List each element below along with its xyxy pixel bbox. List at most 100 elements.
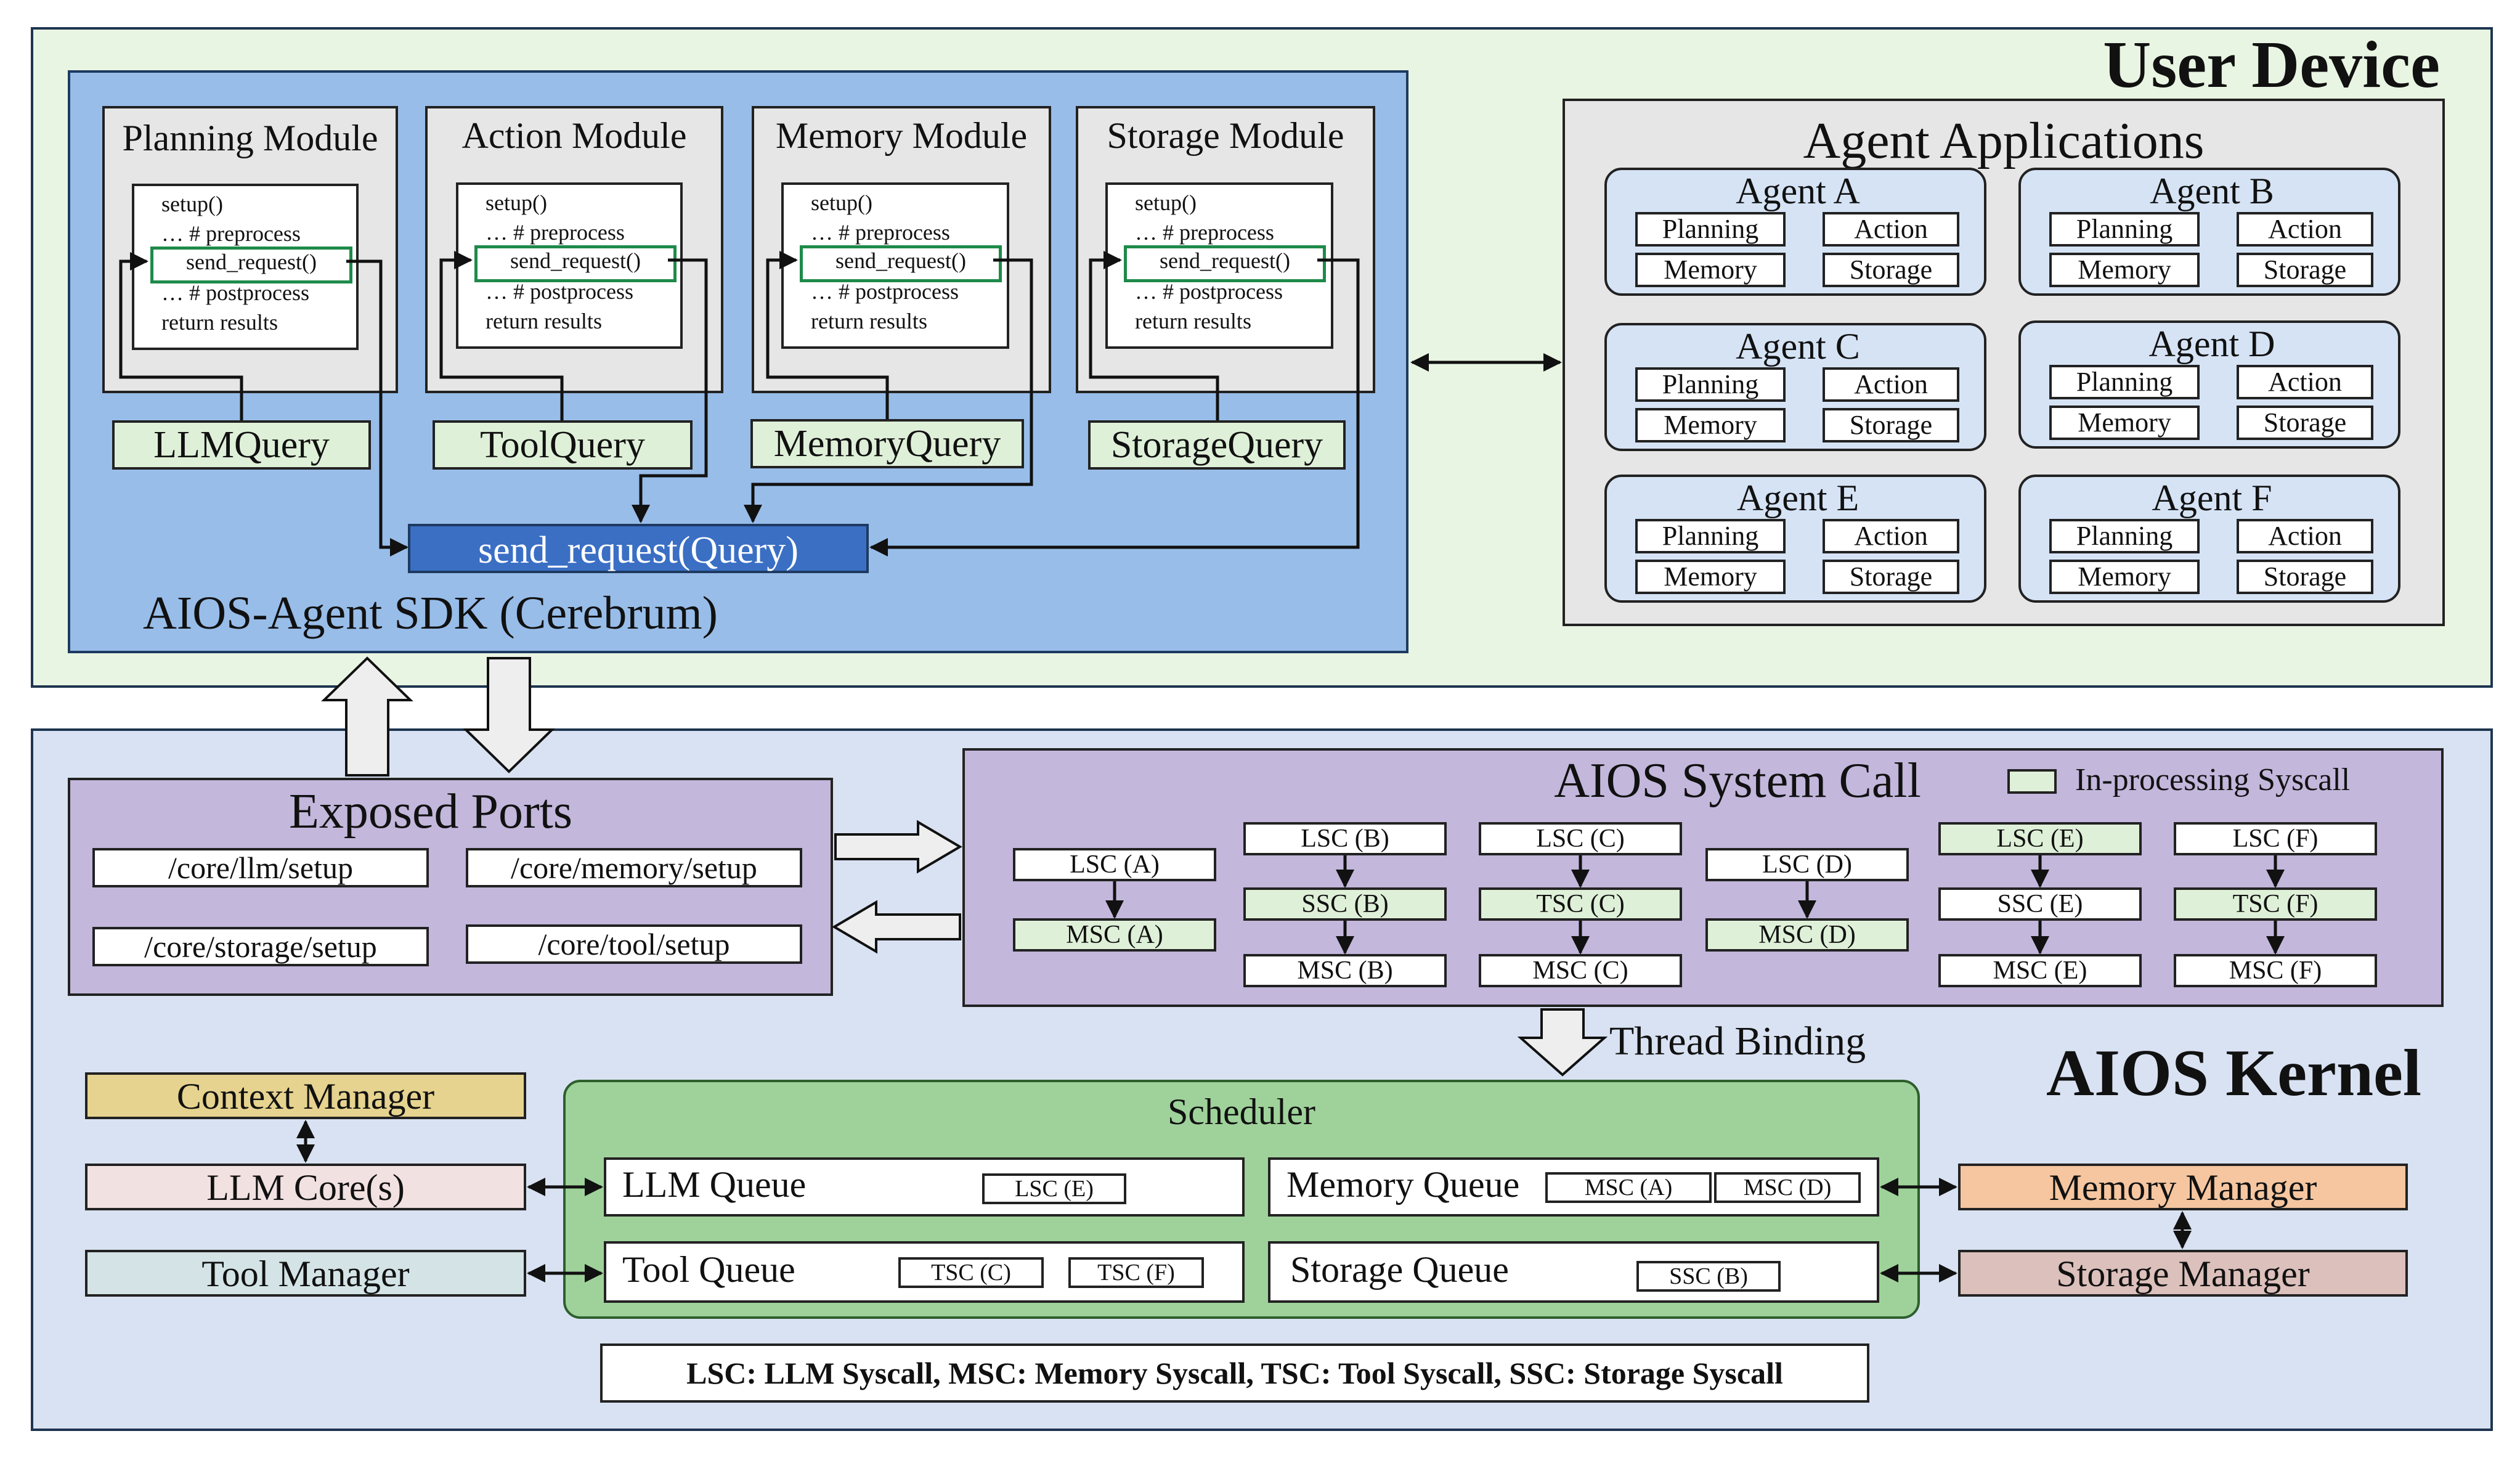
port-storage: /core/storage/setup	[92, 927, 429, 966]
agent-module-memory: Memory	[1635, 253, 1786, 287]
context-manager-box: Context Manager	[85, 1072, 526, 1119]
port-memory: /core/memory/setup	[466, 848, 802, 887]
code-line: … # postprocess	[161, 280, 309, 305]
agent-module-memory: Memory	[2049, 253, 2200, 287]
system-call-title: AIOS System Call	[1554, 754, 1921, 808]
agent-module-memory: Memory	[1635, 408, 1786, 442]
code-line: setup()	[1135, 190, 1197, 215]
agent-module-action: Action	[2237, 212, 2373, 247]
thread-binding-label: Thread Binding	[1609, 1019, 1866, 1064]
syscall-box: LSC (D)	[1705, 848, 1909, 881]
syscall-abbreviation-legend: LSC: LLM Syscall, MSC: Memory Syscall, T…	[600, 1343, 1869, 1403]
agent-name: Agent C	[1736, 326, 1860, 367]
code-line: setup()	[486, 190, 547, 215]
hollow-arrow-thread-binding	[1517, 1008, 1608, 1077]
tool-queue-label: Tool Queue	[622, 1249, 795, 1290]
agent-name: Agent F	[2152, 478, 2272, 518]
code-line: return results	[161, 310, 278, 335]
memory-manager-box: Memory Manager	[1958, 1164, 2408, 1210]
port-llm: /core/llm/setup	[92, 848, 429, 887]
syscall-box: MSC (A)	[1013, 918, 1216, 952]
storage-query-box: StorageQuery	[1088, 420, 1346, 470]
agent-module-planning: Planning	[2049, 519, 2200, 553]
agent-name: Agent A	[1736, 171, 1860, 211]
agent-module-action: Action	[1823, 212, 1959, 247]
agent-module-planning: Planning	[2049, 212, 2200, 247]
code-line: return results	[486, 309, 602, 333]
syscall-box: LSC (F)	[2174, 822, 2377, 855]
planning-to-send-request	[346, 259, 408, 556]
code-line: … # postprocess	[811, 279, 959, 304]
module-title-action: Action Module	[461, 115, 687, 156]
syscall-box: LSC (E)	[1938, 822, 2142, 855]
hollow-arrow-up	[321, 656, 413, 777]
syscall-box: MSC (F)	[2174, 954, 2377, 987]
code-line: … # postprocess	[486, 279, 633, 304]
code-block-memory: setup() … # preprocess send_request() … …	[781, 182, 1009, 349]
agent-module-memory: Memory	[1635, 560, 1786, 594]
agent-module-action: Action	[2237, 365, 2373, 399]
agent-module-planning: Planning	[2049, 365, 2200, 399]
agent-module-storage: Storage	[1823, 408, 1959, 442]
action-loop-connector	[439, 251, 564, 420]
queue-item-tool-0: TSC (C)	[898, 1257, 1044, 1288]
agent-module-memory: Memory	[2049, 560, 2200, 594]
syscall-box: MSC (C)	[1479, 954, 1682, 987]
syscall-box: MSC (E)	[1938, 954, 2142, 987]
legend-swatch	[2007, 769, 2057, 794]
user-device-title: User Device	[2103, 28, 2440, 102]
storage-to-send-request	[869, 258, 1360, 556]
code-line: … # preprocess	[811, 220, 950, 245]
agent-name: Agent D	[2148, 324, 2275, 364]
scheduler-title: Scheduler	[1168, 1091, 1315, 1132]
queue-item-storage-0: SSC (B)	[1636, 1261, 1781, 1292]
storage-loop-connector	[1089, 251, 1219, 420]
syscall-box: SSC (E)	[1938, 887, 2142, 921]
agent-name: Agent B	[2150, 171, 2274, 211]
llm-query-box: LLMQuery	[112, 420, 371, 470]
hollow-arrow-right	[834, 820, 962, 874]
planning-loop-connector	[119, 252, 243, 420]
agent-module-planning: Planning	[1635, 367, 1786, 402]
agent-module-memory: Memory	[2049, 406, 2200, 440]
agent-name: Agent E	[1736, 478, 1860, 518]
syscall-box: SSC (B)	[1243, 887, 1447, 921]
syscall-box: LSC (C)	[1479, 822, 1682, 855]
code-line: … # postprocess	[1135, 279, 1283, 304]
syscall-box: TSC (C)	[1479, 887, 1682, 921]
send-request-call: send_request()	[150, 247, 352, 283]
syscall-box: MSC (B)	[1243, 954, 1447, 987]
module-title-storage: Storage Module	[1107, 115, 1344, 156]
code-line: setup()	[811, 190, 872, 215]
syscall-box: LSC (B)	[1243, 822, 1447, 855]
code-line: … # preprocess	[486, 220, 625, 245]
agent-module-storage: Storage	[2237, 406, 2373, 440]
llm-queue-label: LLM Queue	[622, 1164, 807, 1205]
tool-query-box: ToolQuery	[433, 420, 693, 470]
send-request-call: send_request()	[474, 245, 677, 282]
agent-module-action: Action	[2237, 519, 2373, 553]
action-to-send-request	[632, 258, 708, 523]
agent-module-storage: Storage	[1823, 253, 1959, 287]
syscall-box: TSC (F)	[2174, 887, 2377, 921]
module-title-memory: Memory Module	[775, 115, 1028, 156]
code-line: return results	[1135, 309, 1251, 333]
code-line: return results	[811, 309, 927, 333]
memory-loop-connector	[766, 251, 889, 419]
llm-queue	[604, 1157, 1245, 1217]
code-block-planning: setup() … # preprocess send_request() … …	[132, 184, 359, 350]
code-line: … # preprocess	[161, 221, 301, 246]
queue-item-memory-0: MSC (A)	[1545, 1172, 1712, 1203]
agent-module-planning: Planning	[1635, 519, 1786, 553]
agent-module-action: Action	[1823, 367, 1959, 402]
send-request-call: send_request()	[800, 245, 1002, 282]
exposed-ports-title: Exposed Ports	[289, 785, 572, 839]
memory-queue-label: Memory Queue	[1286, 1164, 1520, 1205]
